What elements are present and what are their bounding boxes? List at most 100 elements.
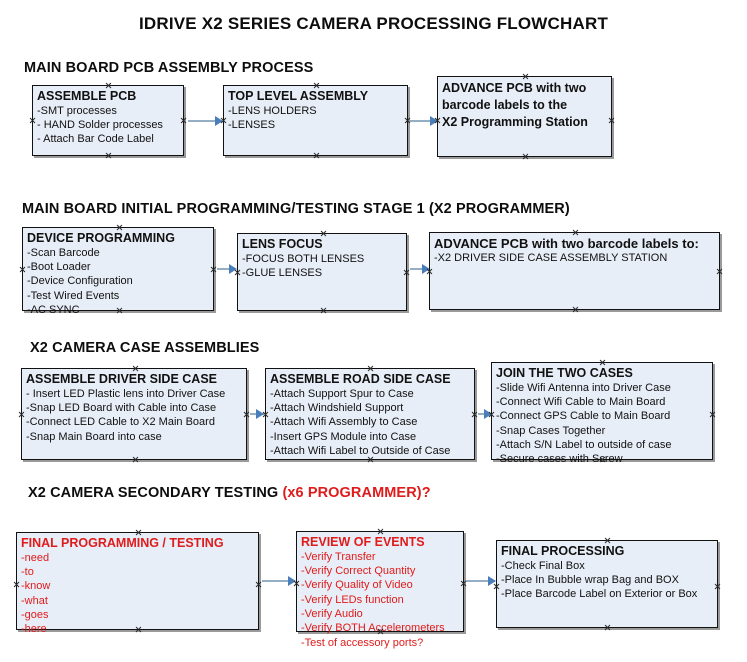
node-line: -here [21,623,47,636]
node-assemble-driver-side-case[interactable]: ASSEMBLE DRIVER SIDE CASE - Insert LED P… [21,368,247,460]
node-line: -Verify Audio [301,607,363,620]
node-advance-pcb-to-programming-station[interactable]: ADVANCE PCB with two barcode labels to t… [437,76,612,157]
connector-handle-bottom[interactable] [522,153,529,160]
node-line: ADVANCE PCB with two [442,81,587,95]
connector-line [262,580,295,582]
node-line: -know [21,580,51,593]
node-title: LENS FOCUS [242,237,323,251]
node-title: ASSEMBLE PCB [37,89,137,103]
connector-line [410,268,428,270]
node-line: -GLUE LENSES [242,267,323,280]
node-lens-focus[interactable]: LENS FOCUS -FOCUS BOTH LENSES -GLUE LENS… [237,233,407,311]
node-line: -what [21,594,48,607]
node-line: - HAND Solder processes [37,119,163,132]
node-line: -X2 DRIVER SIDE CASE ASSEMBLY STATION [434,252,668,265]
node-line: -Scan Barcode [27,246,100,259]
node-line: -Check Final Box [501,559,585,572]
node-line: -Place In Bubble wrap Bag and BOX [501,574,679,587]
connector-line [188,120,222,122]
connector-line [217,268,235,270]
node-title: TOP LEVEL ASSEMBLY [228,89,369,103]
node-line: - Attach Bar Code Label [37,133,154,146]
connector-arrow [288,576,296,586]
node-line: -Verify LEDs function [301,593,404,606]
node-line: -Attach Windshield Support [270,402,404,415]
node-device-programming[interactable]: DEVICE PROGRAMMING -Scan Barcode -Boot L… [22,227,214,316]
node-assemble-road-side-case[interactable]: ASSEMBLE ROAD SIDE CASE -Attach Support … [265,368,475,460]
connector-arrow [422,264,430,274]
connector-line [466,580,495,582]
node-line: -Attach S/N Label to outside of case [496,438,672,451]
connector-arrow [484,409,492,419]
node-line: -Attach Support Spur to Case [270,387,414,400]
node-join-the-two-cases[interactable]: JOIN THE TWO CASES -Slide Wifi Antenna i… [491,362,713,465]
page-title: IDRIVE X2 SERIES CAMERA PROCESSING FLOWC… [138,14,609,33]
node-top-level-assembly[interactable]: TOP LEVEL ASSEMBLY -LENS HOLDERS -LENSES [223,85,408,156]
connector-handle-bottom[interactable] [105,152,112,159]
node-line: -Snap Main Board into case [26,430,162,443]
node-line: -need [21,551,50,564]
node-line: -Device Configuration [27,275,133,288]
connector-arrow [430,116,438,126]
node-line: -SMT processes [37,104,117,117]
connector-arrow [215,116,223,126]
section-heading-text: X2 CAMERA SECONDARY TESTING [28,485,283,501]
node-line-overflow: -Test of accessory ports? [301,636,424,649]
node-advance-pcb-to-driver-side-case[interactable]: ADVANCE PCB with two barcode labels to: … [429,232,720,310]
node-line: -Attach Wifi Label to Outside of Case [270,444,451,457]
node-title: ADVANCE PCB with two barcode labels to: [434,236,699,251]
section-heading-text: MAIN BOARD PCB ASSEMBLY PROCESS [24,60,314,76]
node-line: -FOCUS BOTH LENSES [242,252,365,265]
connector-handle-bottom[interactable] [572,306,579,313]
section-heading-main-board-pcb-assembly: MAIN BOARD PCB ASSEMBLY PROCESS [24,60,313,76]
connector-arrow [488,576,496,586]
connector-arrow [229,264,237,274]
section-heading-text: MAIN BOARD INITIAL PROGRAMMING/TESTING S… [22,201,570,217]
node-title: JOIN THE TWO CASES [496,366,633,380]
node-assemble-pcb[interactable]: ASSEMBLE PCB -SMT processes - HAND Solde… [32,85,184,156]
connector-line [410,120,436,122]
node-line: -Snap LED Board with Cable into Case [26,402,217,415]
node-title: ASSEMBLE DRIVER SIDE CASE [26,372,218,386]
connector-handle-right[interactable] [716,268,723,275]
node-line: -Secure cases with Screw [496,453,623,466]
node-line: -to [21,566,34,579]
node-title: DEVICE PROGRAMMING [27,231,175,245]
section-heading-note: (x6 PROGRAMMER)? [282,485,431,501]
node-final-programming-testing[interactable]: FINAL PROGRAMMING / TESTING -need -to -k… [16,532,259,635]
node-line: -Boot Loader [27,261,91,274]
node-line: X2 Programming Station [442,114,588,129]
connector-handle-bottom[interactable] [313,152,320,159]
node-line: - Insert LED Plastic lens into Driver Ca… [26,387,226,400]
node-title: REVIEW OF EVENTS [301,535,425,549]
node-final-processing[interactable]: FINAL PROCESSING -Check Final Box -Place… [496,540,718,628]
node-line: -Insert GPS Module into Case [270,430,417,443]
node-title: FINAL PROCESSING [501,544,625,558]
node-line: -Connect LED Cable to X2 Main Board [26,416,215,429]
node-line: -Verify Correct Quantity [301,565,416,578]
node-line: -Attach Wifi Assembly to Case [270,416,418,429]
node-line: barcode labels to the [442,97,568,112]
node-title: FINAL PROGRAMMING / TESTING [21,536,224,550]
connector-handle-bottom[interactable] [320,307,327,314]
node-line: -Snap Cases Together [496,424,606,437]
connector-arrow [256,409,264,419]
node-line: -AC SYNC [27,303,80,316]
node-line: -Verify Quality of Video [301,579,413,592]
node-line: -Verify Transfer [301,550,376,563]
node-line: -LENS HOLDERS [228,104,317,117]
node-line: -Place Barcode Label on Exterior or Box [501,588,698,601]
node-review-of-events[interactable]: REVIEW OF EVENTS -Verify Transfer -Verif… [296,531,464,649]
node-title: ASSEMBLE ROAD SIDE CASE [270,372,451,386]
section-heading-x2-camera-secondary-testing: X2 CAMERA SECONDARY TESTING (x6 PROGRAMM… [28,485,431,501]
connector-handle-bottom[interactable] [132,456,139,463]
node-line: -Verify BOTH Accelerometers [301,622,445,635]
node-line: -goes [21,608,49,621]
node-line: -Slide Wifi Antenna into Driver Case [496,381,671,394]
section-heading-text: X2 CAMERA CASE ASSEMBLIES [30,340,260,356]
node-line: -Connect Wifi Cable to Main Board [496,396,666,409]
node-line: -Connect GPS Cable to Main Board [496,410,671,423]
connector-handle-bottom[interactable] [604,624,611,631]
section-heading-main-board-initial-programming: MAIN BOARD INITIAL PROGRAMMING/TESTING S… [22,201,570,217]
